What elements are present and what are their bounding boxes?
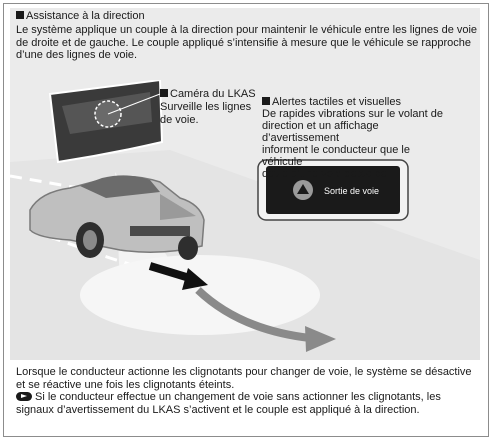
camera-title: Caméra du LKAS	[170, 88, 256, 100]
notes-block: Lorsque le conducteur actionne les clign…	[16, 366, 480, 416]
camera-desc-1: Surveille les lignes	[160, 101, 252, 113]
note-turn-signal: Lorsque le conducteur actionne les clign…	[16, 366, 472, 391]
section-intro: Le système applique un couple à la direc…	[16, 24, 478, 61]
bullet-square-icon	[16, 11, 24, 19]
alerts-title: Alertes tactiles et visuelles	[272, 96, 401, 108]
lane-change-arrow-icon	[195, 287, 336, 352]
lkas-illustration: Sortie de voie	[10, 80, 480, 360]
section-heading: Assistance à la direction	[16, 10, 145, 23]
camera-callout: Caméra du LKAS Surveille les lignes de v…	[160, 88, 256, 127]
drift-arrow-icon	[148, 262, 208, 290]
note-no-signal: Si le conducteur effectue un changement …	[16, 391, 480, 416]
alerts-desc-2: direction et un affichage d’avertissemen…	[262, 120, 379, 144]
note-no-signal-text: Si le conducteur effectue un changement …	[16, 391, 441, 416]
note-arrow-icon	[16, 392, 32, 401]
car-icon	[29, 175, 205, 260]
alerts-desc-1: De rapides vibrations sur le volant de	[262, 108, 443, 120]
warning-display	[257, 159, 409, 221]
windshield-inset	[48, 80, 164, 164]
section-heading-text: Assistance à la direction	[26, 10, 145, 22]
page-frame	[3, 3, 489, 437]
bullet-square-icon	[262, 97, 270, 105]
alerts-callout: Alertes tactiles et visuelles De rapides…	[262, 96, 452, 180]
alerts-desc-4: dévie d’une voie détectée.	[262, 168, 390, 180]
camera-desc-2: de voie.	[160, 114, 199, 126]
display-message: Sortie de voie	[324, 186, 379, 196]
alerts-desc-3: informent le conducteur que le véhicule	[262, 144, 410, 168]
bullet-square-icon	[160, 89, 168, 97]
